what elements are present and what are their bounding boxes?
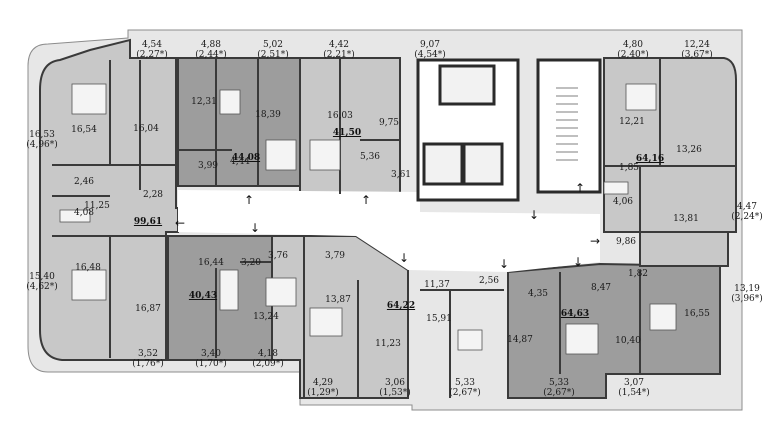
- balcony-label: 4,29 (1,29*): [307, 378, 339, 398]
- corridor: [178, 190, 600, 272]
- elevator-shaft-3: [462, 142, 504, 186]
- room-area: 1,85: [618, 163, 640, 173]
- apartment-total-40: 40,43: [188, 291, 218, 301]
- stair-steps: [556, 87, 578, 161]
- apartment-total-99: 99,61: [133, 217, 163, 227]
- room-area: 2,46: [73, 177, 95, 187]
- elevator-shaft-2: [422, 142, 464, 186]
- apartment-total-44: 44,08: [231, 153, 261, 163]
- apartment-total-41: 41,50: [332, 128, 362, 138]
- balcony-label: 13,19 (3,96*): [731, 284, 763, 304]
- room-area: 9,86: [615, 237, 637, 247]
- room-area: 16,87: [135, 304, 161, 314]
- room-area: 2,28: [142, 190, 164, 200]
- room-area: 16,55: [684, 309, 710, 319]
- room-area: 14,87: [507, 335, 533, 345]
- balcony-label: 15,40 (4,62*): [26, 272, 58, 292]
- balcony-label: 5,33 (2,67*): [543, 378, 575, 398]
- apartment-total-64-16: 64,16: [635, 154, 665, 164]
- apartment-total-64-63: 64,63: [560, 309, 590, 319]
- interior-walls: [52, 58, 736, 398]
- balcony-label: 4,47 (2,24*): [731, 202, 763, 222]
- arrow-down-icon: ↓: [528, 208, 540, 222]
- room-area: 11,23: [375, 339, 401, 349]
- arrow-left-icon: ←: [174, 216, 186, 230]
- room-area: 16,44: [198, 258, 224, 268]
- balcony-label: 4,80 (2,40*): [617, 40, 649, 60]
- room-area: 16,03: [327, 111, 353, 121]
- room-area: 4,35: [527, 289, 549, 299]
- balcony-label: 4,42 (2,21*): [323, 40, 355, 60]
- arrow-right-icon: →: [589, 234, 601, 248]
- balcony-label: 12,24 (3,67*): [681, 40, 713, 60]
- arrow-down-icon: ↓: [249, 221, 261, 235]
- balcony-label: 3,52 (1,76*): [132, 349, 164, 369]
- apartment-64-16-b: [639, 231, 729, 267]
- room-area: 3,20: [240, 258, 262, 268]
- arrow-down-icon: ↓: [498, 257, 510, 271]
- room-area: 3,79: [324, 251, 346, 261]
- room-area: 13,81: [673, 214, 699, 224]
- room-area: 13,26: [676, 145, 702, 155]
- room-area: 1,82: [627, 269, 649, 279]
- room-area: 3,61: [390, 170, 412, 180]
- room-area: 13,87: [325, 295, 351, 305]
- balcony-label: 5,02 (2,51*): [257, 40, 289, 60]
- room-area: 16,48: [75, 263, 101, 273]
- balcony-label: 4,88 (2,44*): [195, 40, 227, 60]
- room-area: 3,76: [267, 251, 289, 261]
- room-area: 15,91: [426, 314, 452, 324]
- balcony-label: 16,53 (4,96*): [26, 130, 58, 150]
- room-area: 16,54: [71, 125, 97, 135]
- arrow-down-icon: ↓: [572, 255, 584, 269]
- balcony-label: 3,07 (1,54*): [618, 378, 650, 398]
- elevator-shaft-1: [438, 64, 496, 106]
- room-area: 2,56: [478, 276, 500, 286]
- balcony-label: 3,40 (1,70*): [195, 349, 227, 369]
- apartment-total-64-22: 64,22: [386, 301, 416, 311]
- room-area: 3,99: [197, 161, 219, 171]
- balcony-label: 3,06 (1,53*): [379, 378, 411, 398]
- furniture: [59, 83, 677, 355]
- balcony-label: 5,33 (2,67*): [449, 378, 481, 398]
- room-area: 12,31: [191, 97, 217, 107]
- arrow-up-icon: ↑: [243, 193, 255, 207]
- room-area: 4,44: [229, 157, 251, 167]
- room-area: 11,37: [424, 280, 450, 290]
- room-area: 13,24: [253, 312, 279, 322]
- room-area: 8,47: [590, 283, 612, 293]
- room-area: 5,36: [359, 152, 381, 162]
- room-area: 11,25: [84, 201, 110, 211]
- room-area: 4,06: [612, 197, 634, 207]
- arrow-up-icon: ↑: [574, 181, 586, 195]
- room-area: 4,08: [73, 208, 95, 218]
- room-area: 9,75: [378, 118, 400, 128]
- balcony-label: 9,07 (4,54*): [414, 40, 446, 60]
- room-area: 18,39: [255, 110, 281, 120]
- arrow-down-icon: ↓: [398, 251, 410, 265]
- arrow-up-icon: ↑: [360, 193, 372, 207]
- balcony-label: 4,18 (2,09*): [252, 349, 284, 369]
- balcony-label: 4,54 (2,27*): [136, 40, 168, 60]
- stairwell: [536, 58, 602, 194]
- room-area: 10,40: [615, 336, 641, 346]
- room-area: 12,21: [619, 117, 645, 127]
- room-area: 16,04: [133, 124, 159, 134]
